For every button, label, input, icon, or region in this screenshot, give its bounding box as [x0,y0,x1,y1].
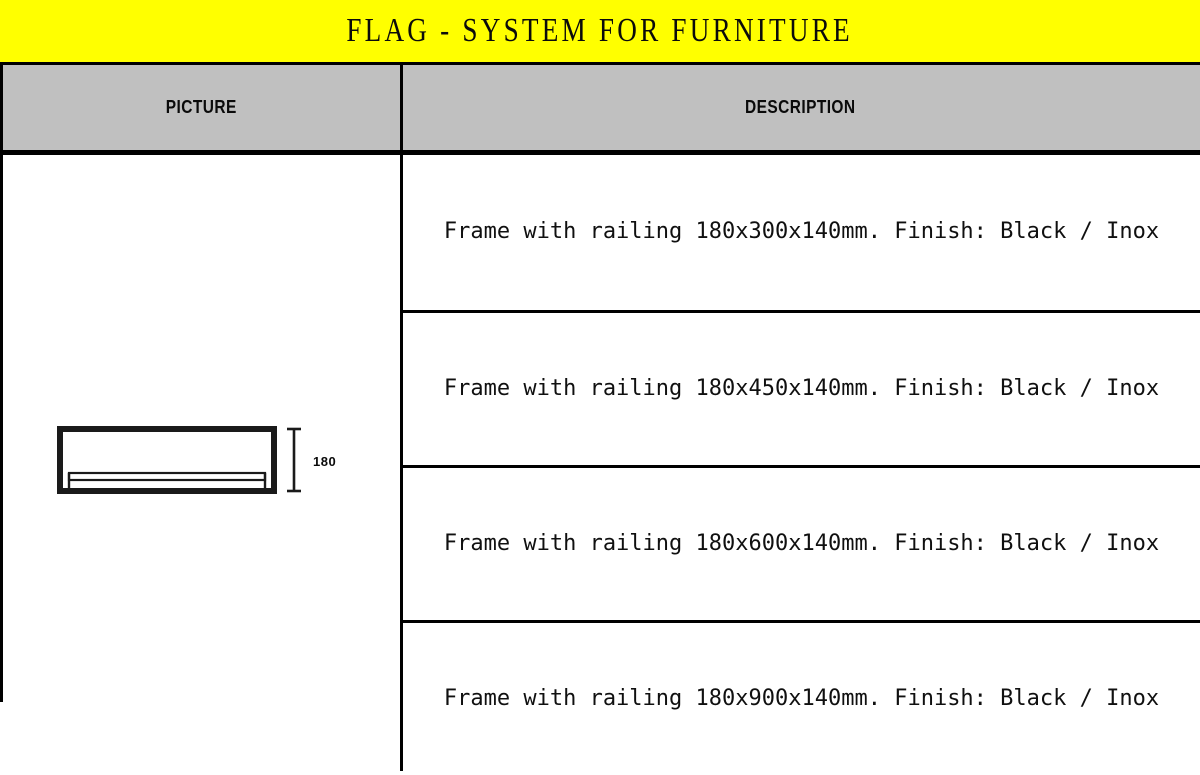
table-row: Frame with railing 180x600x140mm. Finish… [403,465,1200,620]
frame-outer-rect [57,426,277,494]
description-column: Frame with railing 180x300x140mm. Finish… [403,155,1200,771]
table-header-row: PICTURE DESCRIPTION [0,62,1200,155]
table-row: Frame with railing 180x450x140mm. Finish… [403,310,1200,465]
picture-cell: 180 [3,155,400,771]
table-left-border [0,62,3,702]
column-header-picture: PICTURE [0,65,400,150]
title-banner: FLAG - SYSTEM FOR FURNITURE [0,0,1200,62]
column-header-description: DESCRIPTION [400,65,1200,150]
description-text: Frame with railing 180x600x140mm. Finish… [443,530,1160,556]
specification-table: PICTURE DESCRIPTION [0,62,1200,771]
railing-bar [67,471,267,482]
table-column-separator [400,62,403,771]
column-header-picture-label: PICTURE [166,97,237,117]
description-text: Frame with railing 180x450x140mm. Finish… [443,375,1160,401]
description-text: Frame with railing 180x300x140mm. Finish… [443,219,1160,245]
table-row: Frame with railing 180x300x140mm. Finish… [403,155,1200,310]
column-header-description-label: DESCRIPTION [744,97,856,117]
description-text: Frame with railing 180x900x140mm. Finish… [443,685,1160,711]
frame-elevation-svg [57,426,301,494]
table-row: Frame with railing 180x900x140mm. Finish… [403,620,1200,775]
page-title: FLAG - SYSTEM FOR FURNITURE [346,12,854,49]
frame-with-railing-drawing: 180 [55,421,345,521]
dimension-label: 180 [313,454,337,469]
